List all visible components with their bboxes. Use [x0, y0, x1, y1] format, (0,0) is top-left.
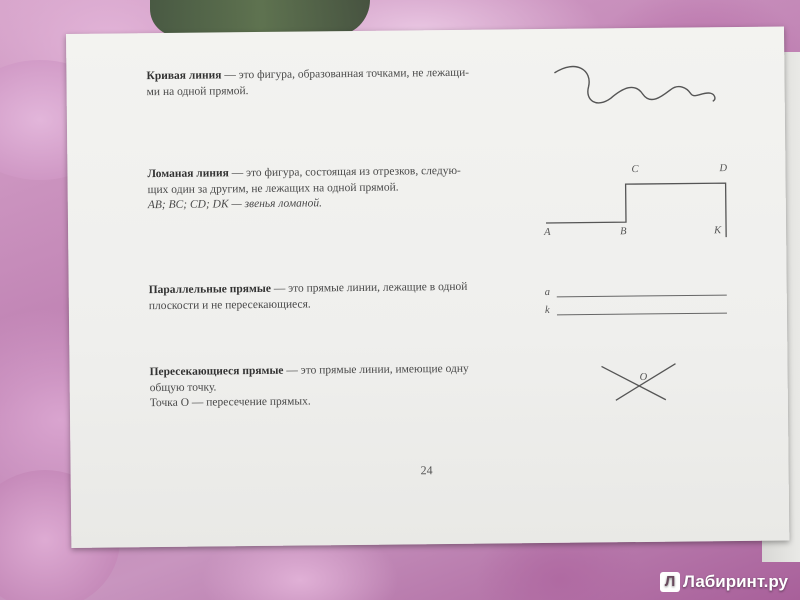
background-leaf — [150, 0, 370, 36]
point-label-o: O — [639, 371, 648, 384]
page-number: 24 — [420, 463, 433, 478]
term-intersecting: Пересекающиеся прямые — [149, 364, 284, 379]
workbook-page: Кривая линия — это фигура, образованная … — [66, 26, 790, 548]
term-parallel: Параллельные прямые — [148, 282, 271, 297]
definition-curve: Кривая линия — это фигура, образованная … — [146, 65, 546, 100]
curve-figure — [554, 66, 716, 104]
line-label-a: a — [544, 286, 551, 299]
definition-text: — это прямые линии, лежащие в одной — [270, 280, 468, 295]
definition-text: — это фигура, образованная точками, не л… — [221, 66, 470, 82]
point-label-a: A — [544, 226, 551, 239]
definition-intersecting: Пересекающиеся прямые — это прямые линии… — [149, 361, 549, 412]
watermark-text: Лабиринт.ру — [682, 572, 788, 591]
term-curve: Кривая линия — [146, 69, 222, 83]
definition-line: Точка O — пересечение прямых. — [149, 395, 311, 410]
intersecting-lines-figure — [601, 363, 676, 401]
definition-line: AB; BC; CD; DK — звенья ломаной. — [147, 197, 323, 212]
definition-text: — это фигура, состоящая из отрезков, сле… — [228, 164, 461, 180]
parallel-lines-figure — [556, 294, 727, 316]
term-polyline: Ломаная линия — [147, 167, 229, 181]
polyline-figure — [545, 182, 727, 238]
definition-parallel: Параллельные прямые — это прямые линии, … — [149, 279, 549, 314]
watermark-logo: Л Лабиринт.ру — [659, 572, 788, 592]
point-label-d: D — [719, 163, 728, 175]
definition-polyline: Ломаная линия — это фигура, состоящая из… — [147, 163, 547, 214]
line-label-k: k — [544, 304, 550, 316]
labirint-logo-icon: Л — [659, 572, 680, 592]
point-label-c: C — [631, 164, 639, 176]
point-label-b: B — [620, 226, 627, 238]
definition-text: — это прямые линии, имеющие одну — [283, 362, 469, 377]
point-label-k: K — [714, 225, 722, 237]
